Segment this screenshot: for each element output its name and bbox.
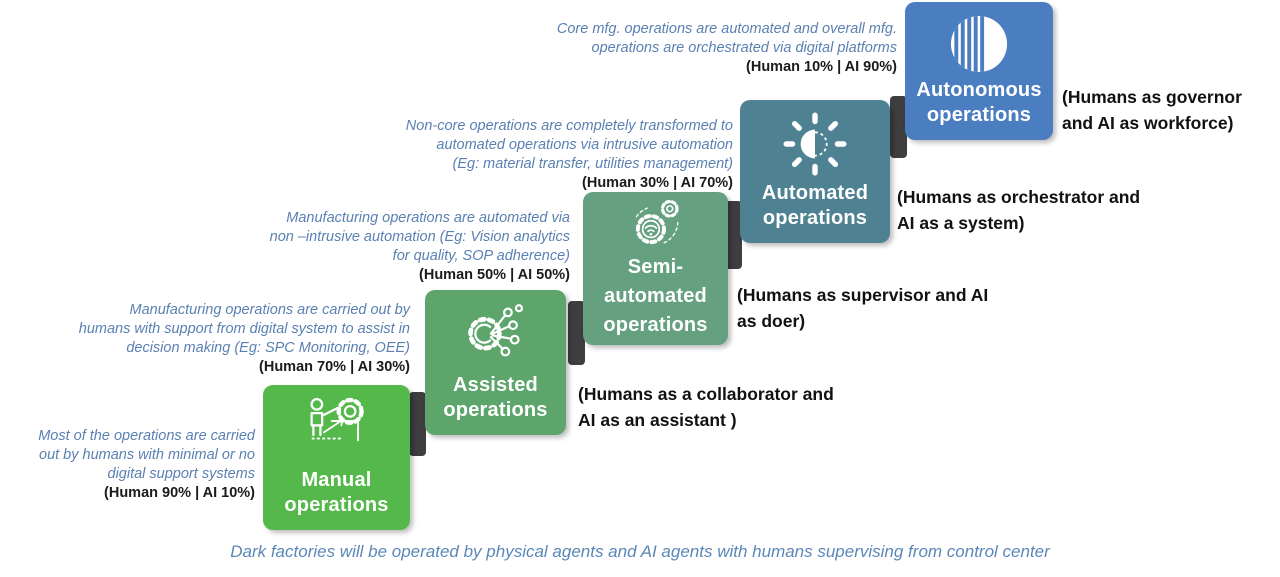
- human-ai-split-assisted: (Human 70% | AI 30%): [259, 359, 410, 375]
- human-ai-split-semi-automated: (Human 50% | AI 50%): [419, 267, 570, 283]
- gear-network-icon: [462, 298, 530, 366]
- step-block-manual-operations: Manual operations: [263, 385, 410, 530]
- worker-with-gear-icon: [302, 393, 372, 463]
- role-text-automated: (Humans as orchestrator and AI as a syst…: [897, 187, 1141, 233]
- role-text-autonomous: (Humans as governor and AI as workforce): [1062, 87, 1242, 133]
- step-description-assisted: Manufacturing operations are carried out…: [78, 302, 410, 356]
- step-description-manual: Most of the operations are carried out b…: [38, 428, 255, 482]
- role-text-assisted: (Humans as a collaborator and AI as an a…: [578, 384, 834, 430]
- step-block-semi-automated-operations: Semi- automated operations: [583, 192, 728, 345]
- step-block-assisted-operations: Assisted operations: [425, 290, 566, 435]
- human-ai-split-manual: (Human 90% | AI 10%): [104, 485, 255, 501]
- step-label-semi-automated: Semi- automated operations: [603, 256, 708, 336]
- role-text-semi-automated: (Humans as supervisor and AI as doer): [737, 285, 989, 331]
- step-label-manual: Manual operations: [284, 469, 389, 516]
- step-block-autonomous-operations: Autonomous operations: [905, 2, 1053, 140]
- step-label-assisted: Assisted operations: [443, 374, 548, 421]
- half-sun-icon: [779, 108, 851, 180]
- step-block-automated-operations: Automated operations: [740, 100, 890, 243]
- gear-wifi-icon: [627, 195, 685, 253]
- step-label-autonomous: Autonomous operations: [916, 79, 1042, 126]
- human-ai-split-autonomous: (Human 10% | AI 90%): [746, 59, 897, 75]
- step-label-automated: Automated operations: [761, 182, 869, 229]
- diagram-caption: Dark factories will be operated by physi…: [230, 542, 1050, 561]
- stair-connector: [725, 201, 742, 269]
- stair-connector: [890, 96, 907, 158]
- stair-connector: [409, 392, 426, 456]
- step-description-automated: Non-core operations are completely trans…: [405, 118, 733, 172]
- striped-circle-icon: [945, 10, 1013, 78]
- step-description-autonomous: Core mfg. operations are automated and o…: [556, 21, 897, 56]
- stair-connector: [568, 301, 585, 365]
- human-ai-split-automated: (Human 30% | AI 70%): [582, 175, 733, 191]
- step-description-semi-automated: Manufacturing operations are automated v…: [269, 210, 570, 264]
